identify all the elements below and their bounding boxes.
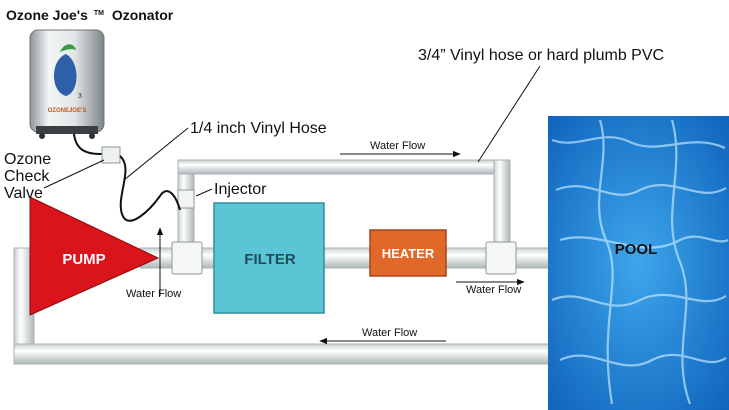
ozonator-logo-leaf: [60, 44, 76, 52]
check-valve-line-2: Check: [4, 168, 50, 185]
main-hose-pointer: [477, 65, 541, 163]
main-hose-label: 3/4” Vinyl hose or hard plumb PVC: [418, 47, 664, 64]
ozonator-logo-mark: [54, 54, 77, 96]
flow-top-loop: Water Flow: [340, 140, 461, 158]
flow-label-top: Water Flow: [370, 140, 425, 152]
pool-label: POOL: [615, 241, 658, 258]
pump-body: [29, 196, 160, 316]
injector-body: [177, 189, 195, 209]
flow-below-pump: Water Flow: [126, 227, 181, 300]
bypass-top: [177, 159, 511, 175]
injector-tee: [171, 241, 203, 275]
filter-label: FILTER: [244, 251, 296, 268]
pump-label: PUMP: [62, 251, 105, 268]
ozonator-unit-label: OZONEJOE'S: [48, 108, 87, 114]
ozone-hose-upper: [73, 133, 112, 155]
heater-label: HEATER: [382, 246, 435, 261]
ozonator-base: [36, 126, 98, 134]
heater: HEATER: [369, 229, 447, 277]
ozone-hose: [73, 133, 181, 222]
flow-label-below-pump: Water Flow: [126, 288, 181, 300]
ozonator-foot-left: [39, 133, 45, 139]
check-valve-body: [101, 146, 121, 164]
pool: POOL: [548, 116, 729, 410]
check-valve-label: Ozone Check Valve: [4, 151, 56, 202]
ozonator-foot-right: [89, 133, 95, 139]
pump: PUMP: [29, 196, 160, 316]
ozone-hose-lower: [119, 155, 181, 222]
check-valve-line-1: Ozone: [4, 151, 51, 168]
flow-label-heater: Water Flow: [466, 284, 521, 296]
ozonator-unit: 3 OZONEJOE'S: [29, 29, 105, 139]
check-valve-line-3: Valve: [4, 185, 43, 202]
return-pipe-bottom: [13, 343, 561, 365]
filter-body: [213, 202, 325, 314]
product-title: Ozone Joe's TM Ozonator: [6, 2, 174, 23]
pool-caustics: [551, 119, 729, 405]
vinyl-hose-label: 1/4 inch Vinyl Hose: [190, 120, 327, 137]
check-valve-pointer: [43, 159, 105, 189]
flow-label-return: Water Flow: [362, 327, 417, 339]
injector-pointer: [195, 188, 213, 197]
filter: FILTER: [213, 202, 325, 314]
flow-return-line: Water Flow: [319, 327, 446, 345]
injector-label: Injector: [214, 181, 267, 198]
vinyl-hose-pointer: [123, 127, 189, 181]
flow-after-heater: Water Flow: [456, 278, 525, 296]
ozonator-logo-sub: 3: [78, 93, 82, 100]
return-tee: [485, 241, 517, 275]
heater-body: [369, 229, 447, 277]
